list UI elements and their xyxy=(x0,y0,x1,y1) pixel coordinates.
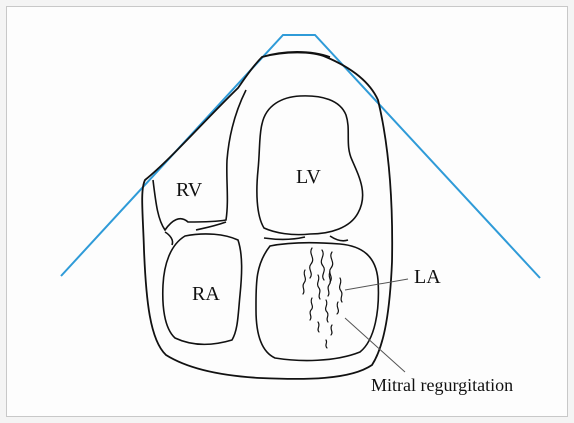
jet-stroke xyxy=(331,325,332,335)
apex-line xyxy=(262,52,330,57)
ultrasound-sector-outline xyxy=(61,35,540,278)
label-mitral-regurgitation: Mitral regurgitation xyxy=(371,376,513,394)
jet-stroke xyxy=(340,278,342,302)
jet-stroke xyxy=(310,248,313,278)
la-pointer-line xyxy=(345,279,408,290)
jet-stroke xyxy=(318,275,320,299)
jet-stroke xyxy=(326,300,328,322)
jet-stroke xyxy=(337,302,338,314)
mitral-valve xyxy=(264,236,348,241)
label-la: LA xyxy=(414,267,441,287)
jet-stroke xyxy=(318,322,319,332)
jet-stroke xyxy=(326,340,327,348)
label-ra: RA xyxy=(192,284,220,304)
tricuspid-valve xyxy=(165,222,226,245)
label-rv: RV xyxy=(176,180,202,200)
regurgitant-jet xyxy=(303,248,342,348)
la-cavity xyxy=(256,243,378,361)
jet-stroke xyxy=(310,298,312,320)
label-lv: LV xyxy=(296,167,321,187)
jet-stroke xyxy=(321,250,324,280)
jet-stroke xyxy=(303,270,305,294)
heart-outer-outline xyxy=(142,53,392,379)
